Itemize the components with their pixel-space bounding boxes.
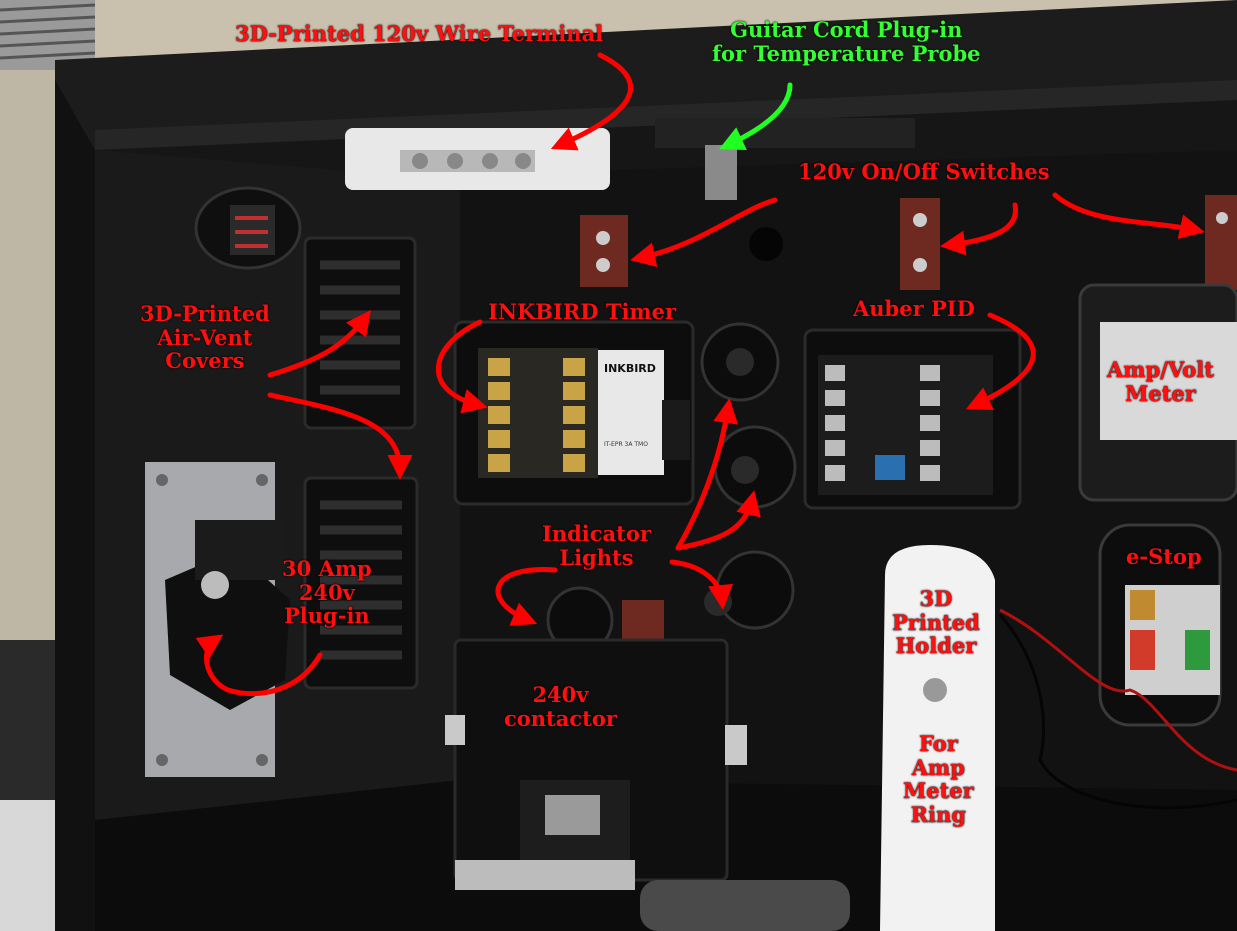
wire-terminal — [345, 128, 610, 190]
label-30amp: 30 Amp 240v Plug-in — [282, 556, 372, 629]
arrow-switch-1 — [630, 197, 778, 268]
label-amp-ring: For Amp Meter Ring — [903, 731, 974, 827]
label-air-vent: 3D-Printed Air-Vent Covers — [140, 301, 270, 374]
round-fan-knob — [194, 186, 302, 270]
label-indicator: Indicator Lights — [542, 521, 651, 570]
air-vent-cover-top — [303, 236, 417, 430]
label-amp-volt: Amp/Volt Meter — [1107, 357, 1214, 406]
auber-pid — [803, 328, 1022, 510]
label-wire-terminal: 3D-Printed 120v Wire Terminal — [235, 21, 604, 46]
label-contactor: 240v contactor — [504, 682, 617, 731]
arrow-vent-bottom — [267, 392, 413, 480]
arrow-indicator-3 — [669, 559, 733, 610]
inkbird-brand-text: INKBIRD — [604, 362, 656, 375]
switch-1 — [580, 215, 628, 287]
bottom-bracket — [640, 880, 850, 931]
inkbird-model-text: IT-EPR 3A TMO — [604, 441, 648, 448]
label-guitar-cord: Guitar Cord Plug-in for Temperature Prob… — [712, 17, 981, 66]
red-wire — [999, 608, 1237, 772]
label-estop: e-Stop — [1126, 544, 1202, 569]
annotation-arrows — [195, 52, 1205, 697]
wall-vent — [0, 0, 96, 70]
label-auber: Auber PID — [853, 296, 975, 321]
black-wire — [998, 614, 1237, 810]
arrow-switch-2 — [940, 202, 1018, 256]
arrow-indicator-4 — [495, 567, 558, 626]
arrow-plug — [195, 634, 323, 697]
arrow-inkbird — [435, 319, 488, 414]
indicator-light-1 — [700, 322, 780, 402]
switch-2 — [900, 198, 940, 290]
guitar-cord-jack — [655, 118, 915, 200]
switch-3 — [1205, 195, 1237, 290]
arrow-guitar-cord — [718, 82, 793, 150]
plug-30amp — [145, 462, 290, 777]
amp-volt-meter — [1078, 283, 1237, 502]
label-holder: 3D Printed Holder — [892, 586, 980, 659]
arrow-switch-3 — [1052, 192, 1205, 239]
printed-holder — [880, 545, 995, 931]
label-switches: 120v On/Off Switches — [798, 159, 1050, 184]
inkbird-timer — [453, 320, 695, 506]
indicator-light-2 — [713, 425, 797, 509]
panel-hole — [749, 227, 783, 261]
arrow-indicator-2 — [675, 490, 761, 551]
air-vent-cover-bottom — [303, 476, 419, 690]
arrow-vent-top — [267, 309, 371, 378]
label-inkbird: INKBIRD Timer — [488, 299, 677, 324]
arrow-wire-terminal — [550, 52, 633, 151]
contactor-240v — [445, 638, 747, 890]
arrow-indicator-1 — [675, 398, 739, 551]
e-stop-switch — [1098, 523, 1222, 727]
arrow-auber — [965, 312, 1036, 410]
